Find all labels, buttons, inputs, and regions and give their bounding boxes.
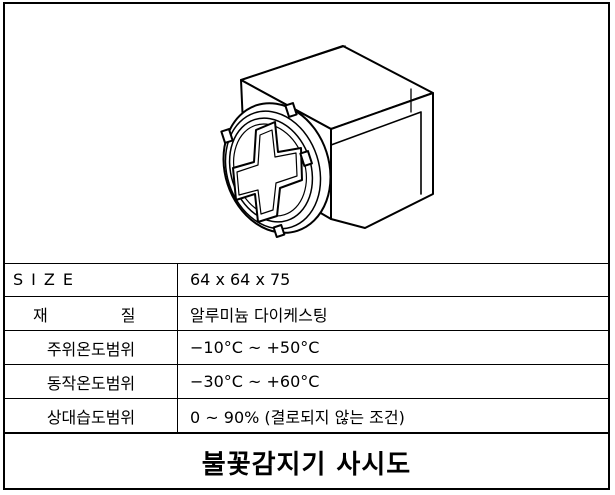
table-row: 상대습도범위 0 ~ 90% (결로되지 않는 조건)	[5, 398, 608, 433]
table-row: 주위온도범위 −10°C ~ +50°C	[5, 330, 608, 365]
spec-value: 알루미늄 다이케스팅	[177, 296, 608, 331]
flange-clip-top	[284, 102, 298, 118]
spec-label: 재 질	[33, 305, 170, 325]
drawing-caption: 불꽃감지기 사시도	[5, 433, 608, 490]
housing-top-edge	[252, 45, 346, 77]
table-row: 동작온도범위 −30°C ~ +60°C	[5, 364, 608, 399]
flange-clip-right	[299, 150, 313, 167]
spec-label: 동작온도범위	[46, 373, 136, 393]
table-row: 재 질 알루미늄 다이케스팅	[5, 296, 608, 331]
housing-seam	[330, 111, 422, 195]
spec-value: −30°C ~ +60°C	[177, 364, 608, 399]
spec-value: 64 x 64 x 75	[177, 263, 608, 297]
table-row: SIZE 64 x 64 x 75	[5, 263, 608, 297]
spec-value: −10°C ~ +50°C	[177, 330, 608, 365]
cross-window	[232, 121, 303, 223]
spec-label: SIZE	[13, 270, 81, 289]
flange-clip-left	[220, 128, 234, 144]
flange-clip-bottom	[272, 224, 286, 238]
spec-label: 상대습도범위	[46, 407, 136, 427]
spec-sheet: SIZE 64 x 64 x 75 재 질 알루미늄 다이케스팅 주위온도범위 …	[3, 2, 610, 490]
spec-label: 주위온도범위	[46, 339, 136, 359]
flame-detector-drawing	[220, 45, 434, 238]
isometric-drawing-panel	[5, 4, 608, 264]
spec-table: SIZE 64 x 64 x 75 재 질 알루미늄 다이케스팅 주위온도범위 …	[5, 263, 608, 433]
cross-window-inner	[236, 129, 298, 215]
spec-value: 0 ~ 90% (결로되지 않는 조건)	[177, 398, 608, 433]
